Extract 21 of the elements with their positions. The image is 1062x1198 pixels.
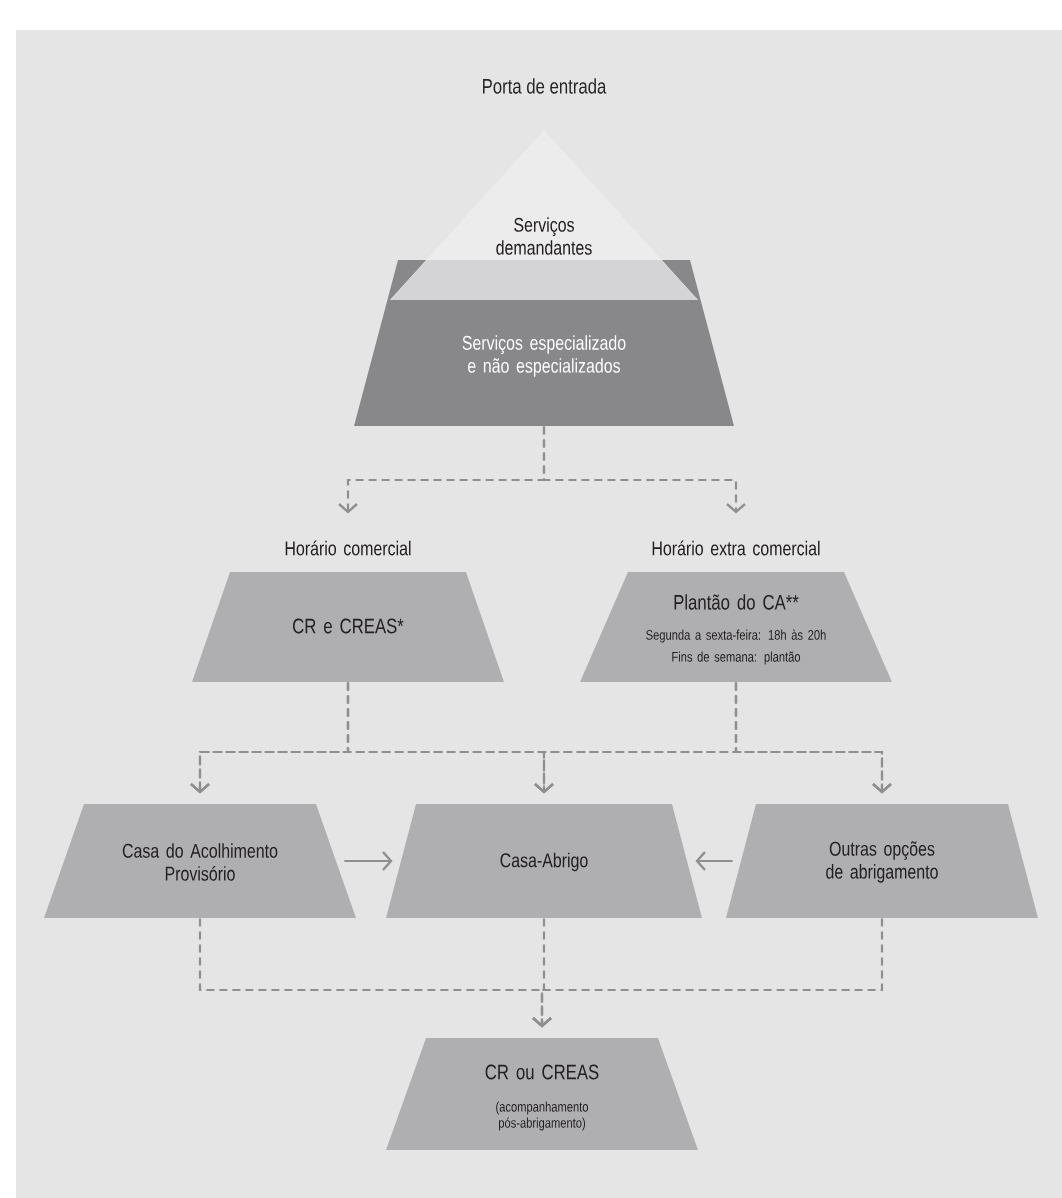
- node-text: Casa do Acolhimento Provisório: [122, 843, 278, 881]
- arrow: [344, 851, 393, 871]
- node-text: CR ou CREAS: [485, 1064, 599, 1080]
- arrow: [542, 426, 746, 514]
- trapezoid-box: [580, 540, 892, 682]
- arrow: [734, 682, 892, 794]
- arrow: [532, 918, 884, 1028]
- node-text: Outras opções de abrigamento: [826, 841, 938, 883]
- triangle: [390, 130, 698, 300]
- node-text: Serviços especializado e não especializados: [462, 335, 626, 377]
- trapezoid-box: [192, 540, 504, 682]
- node-text: CR e CREAS*: [293, 618, 404, 634]
- trapezoid-box: [44, 804, 356, 918]
- node-text: Plantão do CA**: [674, 594, 799, 610]
- title: Porta de entrada: [483, 78, 607, 94]
- node-text: Serviços demandantes: [496, 217, 592, 255]
- node-heading: Horário extra comercial: [652, 540, 820, 556]
- arrow: [695, 851, 733, 871]
- trapezoid-box: [386, 1038, 698, 1150]
- node-text: Casa-Abrigo: [500, 852, 588, 872]
- node-heading: Horário comercial: [285, 540, 411, 556]
